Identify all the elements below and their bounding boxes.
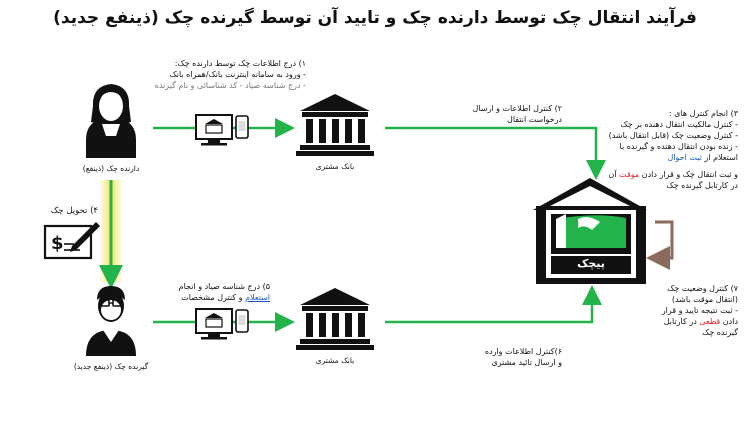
step6-line2: و ارسال تائید مشتری xyxy=(491,358,562,367)
step3-line5-highlight: موقت xyxy=(619,170,640,179)
receiver-label: گیرنده چک (ذینفع جدید) xyxy=(73,362,149,371)
step1-line2: - درج شناسه صیاد - کد شناسائی و نام گیرن… xyxy=(154,81,306,90)
step7-line4: دادن قطعی در کارتابل xyxy=(628,316,738,327)
step3-line1: - کنترل مالکیت انتقال دهنده بر چک xyxy=(620,120,738,129)
arrow-step7-loop xyxy=(646,220,674,270)
step1-line1: - ورود به سامانه اینترنت بانک/همراه بانک xyxy=(169,70,306,79)
svg-text:$: $ xyxy=(51,233,64,254)
step3-line4: استعلام از ثبت احوال xyxy=(588,152,738,163)
step7-line5: گیرنده چک xyxy=(702,328,738,337)
step6-line1: ۶)کنترل اطلاعات وارده xyxy=(484,347,562,356)
step3-text: ۳) انجام کنترل های : - کنترل مالکیت انتق… xyxy=(588,108,738,191)
user-female-icon xyxy=(86,84,136,158)
holder-label: دارنده چک (ذینفع) xyxy=(82,164,140,173)
bank-icon xyxy=(296,288,374,350)
step3-line4-highlight: ثبت احوال xyxy=(667,153,702,162)
step3-line5-pre: و ثبت انتقال چک و قرار دادن xyxy=(639,170,738,179)
step3-line6: در کارتابل گیرنده چک xyxy=(666,181,738,190)
step2-text: ۲) کنترل اطلاعات و ارسال درخواست انتقال xyxy=(440,103,562,125)
step7-text: ۷) کنترل وضعیت چک (انتقال موقت باشد) - ث… xyxy=(628,283,738,338)
step6-text: ۶)کنترل اطلاعات وارده و ارسال تائید مشتر… xyxy=(440,346,562,368)
step2-line2: درخواست انتقال xyxy=(507,115,562,124)
bank-bottom-label: بانک مشتری xyxy=(315,356,355,365)
user-male-icon xyxy=(86,286,136,356)
step3-line5: و ثبت انتقال چک و قرار دادن موقت آن xyxy=(588,169,738,180)
step5-text: ۵) درج شناسه صیاد و انجام استعلام و کنتر… xyxy=(160,281,270,303)
step7-line4-post: در کارتابل xyxy=(663,317,700,326)
bank-top-label: بانک مشتری xyxy=(315,162,355,171)
arrow-bank-to-sayad-bottom xyxy=(385,285,602,324)
step5-line2-highlight: استعلام xyxy=(245,293,270,302)
sayad-label: پیچک xyxy=(577,257,605,270)
step3-line2: - کنترل وضعیت چک (قابل انتقال باشد) xyxy=(608,131,738,140)
step7-line1: ۷) کنترل وضعیت چک xyxy=(667,284,738,293)
computer-icon xyxy=(195,114,233,146)
step3-line3: - زنده بودن انتقال دهنده و گیرنده با xyxy=(619,142,739,151)
step5-line2-post: و کنترل مشخصات xyxy=(181,293,246,302)
step7-line2: (انتقال موقت باشد) xyxy=(671,295,738,304)
step1-text: ۱) درج اطلاعات چک توسط دارنده چک: - ورود… xyxy=(154,58,306,91)
computer-icon xyxy=(195,308,233,340)
cheque-icon: $ xyxy=(43,222,100,260)
step3-heading: ۳) انجام کنترل های : xyxy=(668,109,738,118)
step3-line5-post: آن xyxy=(608,170,620,179)
step5-line1: ۵) درج شناسه صیاد و انجام xyxy=(178,282,270,291)
sayad-house-icon xyxy=(533,178,647,284)
mobile-icon xyxy=(235,115,249,139)
step5-line2: استعلام و کنترل مشخصات xyxy=(160,292,270,303)
bank-icon xyxy=(296,94,374,156)
step1-heading: ۱) درج اطلاعات چک توسط دارنده چک: xyxy=(174,59,306,68)
step3-line4-pre: استعلام از xyxy=(701,153,738,162)
step2-line1: ۲) کنترل اطلاعات و ارسال xyxy=(472,104,562,113)
mobile-icon xyxy=(235,309,249,333)
step7-line4-highlight: قطعی xyxy=(699,317,721,326)
step4-label: ۴) تحویل چک xyxy=(50,206,98,216)
step7-line4-pre: دادن xyxy=(720,317,738,326)
page-title: فرآیند انتقال چک توسط دارنده چک و تایید … xyxy=(53,8,697,28)
step7-line3: - ثبت نتیجه تایید و قرار xyxy=(661,306,738,315)
arrow-bank-to-sayad xyxy=(385,126,606,180)
